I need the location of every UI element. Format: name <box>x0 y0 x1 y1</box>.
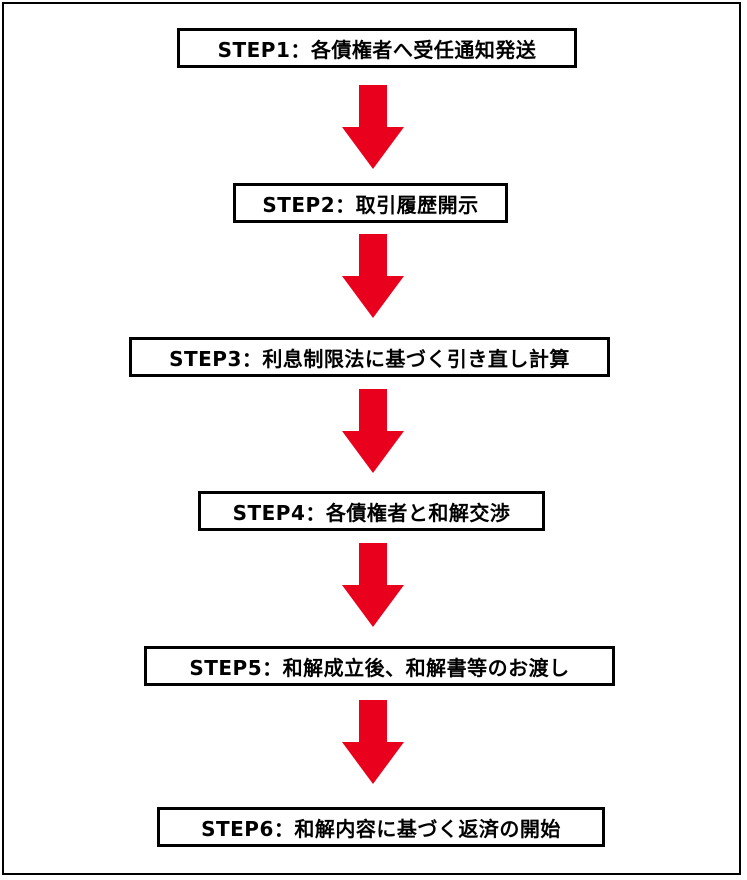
arrow-shape <box>342 234 404 318</box>
step-2-box: STEP2：取引履歴開示 <box>233 183 508 223</box>
arrow-shape <box>342 389 404 473</box>
down-arrow-3 <box>342 389 404 473</box>
arrow-shape <box>342 700 404 784</box>
down-arrow-4 <box>342 543 404 627</box>
step-4-box: STEP4：各債権者と和解交渉 <box>198 491 545 531</box>
step-5-box: STEP5：和解成立後、和解書等のお渡し <box>144 646 615 686</box>
down-arrow-5 <box>342 700 404 784</box>
step-3-box: STEP3：利息制限法に基づく引き直し計算 <box>129 337 610 377</box>
down-arrow-1 <box>342 85 404 169</box>
arrow-shape <box>342 85 404 169</box>
arrow-shape <box>342 543 404 627</box>
down-arrow-2 <box>342 234 404 318</box>
step-1-box: STEP1：各債権者へ受任通知発送 <box>177 28 577 68</box>
step-6-box: STEP6：和解内容に基づく返済の開始 <box>157 807 605 847</box>
